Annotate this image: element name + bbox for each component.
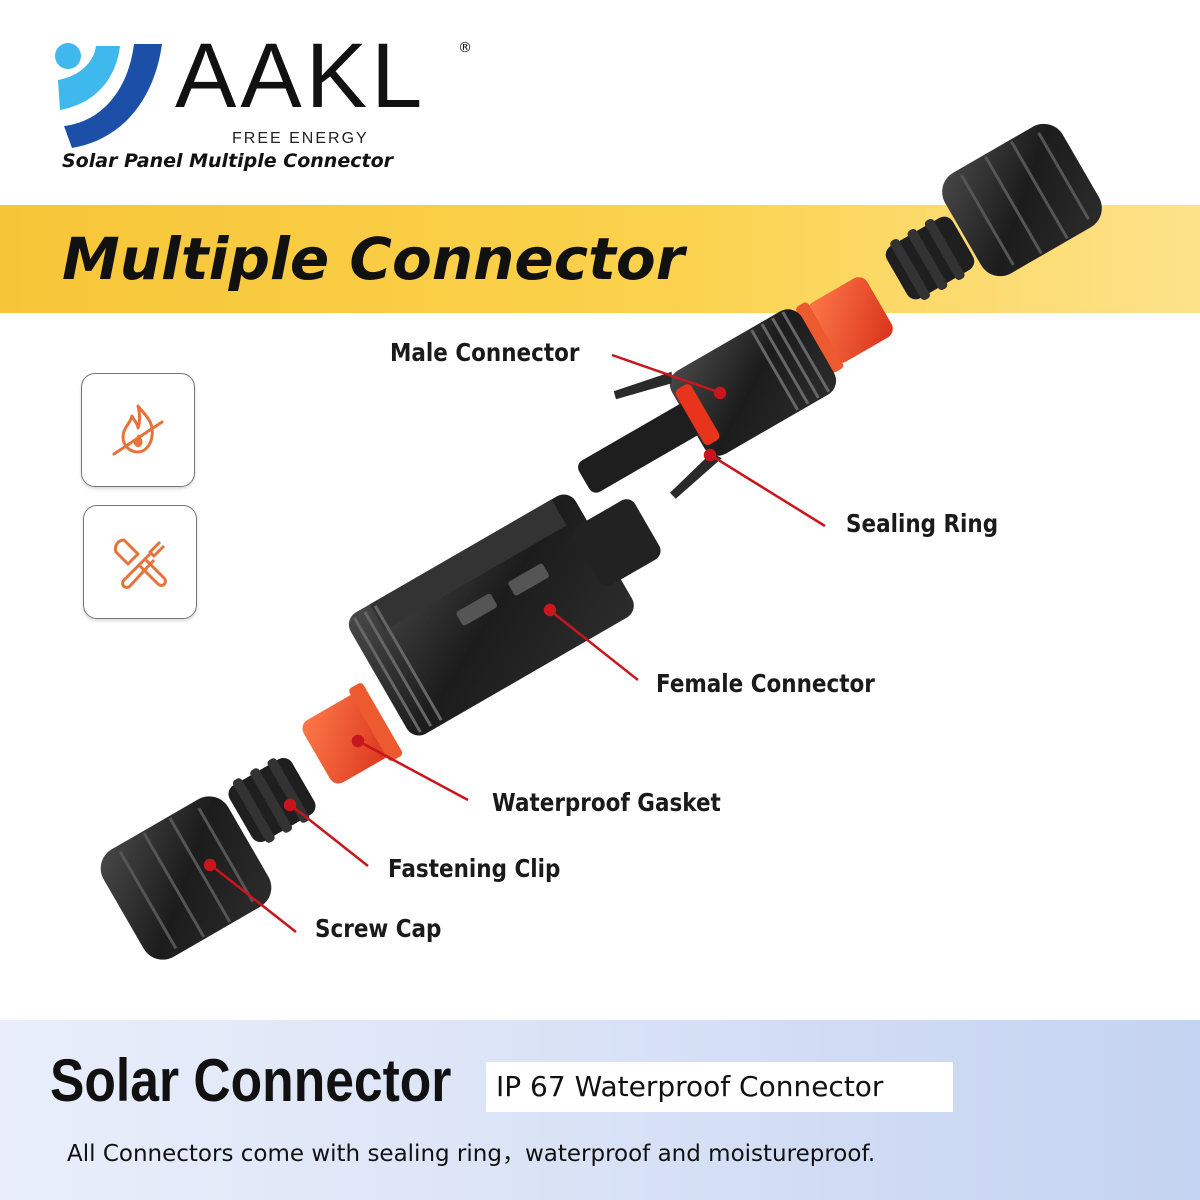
brand-name: AAKL xyxy=(175,25,427,127)
connector-exploded-illustration xyxy=(100,123,1102,960)
registered-mark: ® xyxy=(458,40,472,56)
screw-cap-bottom xyxy=(100,796,272,960)
tools-wrench-screwdriver-icon xyxy=(114,538,167,589)
waterproof-gasket-top xyxy=(796,277,893,373)
footer-title: Solar Connector xyxy=(50,1047,452,1114)
label-waterproof-gasket: Waterproof Gasket xyxy=(492,788,721,817)
fastening-clip-top xyxy=(885,216,975,300)
label-female-connector: Female Connector xyxy=(656,669,875,698)
label-fastening-clip: Fastening Clip xyxy=(388,854,561,883)
female-connector xyxy=(348,494,661,736)
footer-note: All Connectors come with sealing ring，wa… xyxy=(67,1141,876,1167)
label-screw-cap: Screw Cap xyxy=(315,914,442,943)
feature-easy-install xyxy=(83,505,197,619)
label-sealing-ring: Sealing Ring xyxy=(846,509,999,538)
brand-subtitle: FREE ENERGY xyxy=(232,130,369,147)
male-connector xyxy=(578,309,837,499)
label-male-connector: Male Connector xyxy=(390,338,580,367)
screw-cap-top xyxy=(942,123,1102,277)
ip67-badge xyxy=(486,1062,953,1112)
fastening-clip-bottom xyxy=(228,757,316,843)
flame-retardant-icon xyxy=(112,404,164,456)
banner-title: Multiple Connector xyxy=(62,225,685,293)
brand-tagline: Solar Panel Multiple Connector xyxy=(62,150,393,172)
callout-lines xyxy=(203,353,826,933)
aakl-logo-mark-icon xyxy=(55,43,162,148)
feature-flame-retardant xyxy=(81,373,195,487)
ip67-badge-text: IP 67 Waterproof Connector xyxy=(496,1070,884,1103)
waterproof-gasket-bottom xyxy=(302,683,403,784)
